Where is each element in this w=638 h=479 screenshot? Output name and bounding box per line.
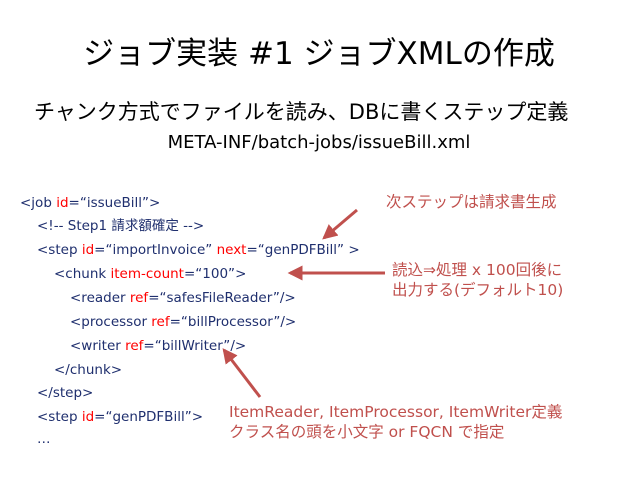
- code-line-processor: <processor ref=“billProcessor”/>: [70, 314, 297, 330]
- code-line-chunk-close: </chunk>: [54, 362, 123, 378]
- note-items-line1: ItemReader, ItemProcessor, ItemWriter定義: [229, 403, 563, 421]
- note-chunk-line1: 読込⇒処理 x 100回後に: [392, 261, 563, 279]
- slide-subtitle: チャンク方式でファイルを読み、DBに書くステップ定義: [34, 100, 569, 124]
- note-items-line2: クラス名の頭を小文字 or FQCN で指定: [229, 423, 505, 442]
- note-next-step: 次ステップは請求書生成: [386, 193, 557, 211]
- arrow-item-classes: [222, 348, 262, 398]
- code-line-step-close: </step>: [37, 385, 94, 401]
- code-line-step-genpdf: <step id=“genPDFBill”>: [37, 409, 203, 425]
- note-item-classes: ItemReader, ItemProcessor, ItemWriter定義 …: [229, 402, 562, 443]
- code-line-comment: <!-- Step1 請求額確定 -->: [37, 218, 205, 234]
- slide-title: ジョブ実装 #1 ジョブXMLの作成: [83, 36, 555, 72]
- arrow-next-step: [322, 208, 358, 240]
- code-line-chunk: <chunk item-count=“100”>: [54, 266, 247, 282]
- code-line-step-import: <step id=“importInvoice” next=“genPDFBil…: [37, 242, 360, 258]
- xml-file-path: META-INF/batch-jobs/issueBill.xml: [167, 132, 471, 153]
- note-chunk-count: 読込⇒処理 x 100回後に 出力する(デフォルト10): [392, 260, 563, 301]
- note-chunk-line2: 出力する(デフォルト10): [392, 281, 564, 300]
- code-line-ellipsis: …: [37, 431, 51, 447]
- code-line-reader: <reader ref=“safesFileReader”/>: [70, 290, 296, 306]
- code-line-writer: <writer ref=“billWriter”/>: [70, 338, 247, 354]
- code-line-job: <job id=“issueBill”>: [20, 195, 161, 211]
